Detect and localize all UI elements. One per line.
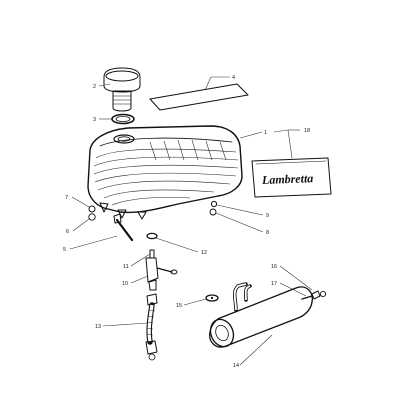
svg-text:7: 7 [65, 195, 68, 201]
svg-text:5: 5 [63, 247, 66, 253]
callout-9: 9 [216, 204, 269, 219]
lambretta-badge-text: Lambretta [261, 171, 314, 187]
filler-cap-part [103, 67, 141, 112]
callout-13: 13 [95, 322, 148, 330]
svg-text:3: 3 [93, 117, 96, 123]
callout-5: 5 [63, 235, 118, 253]
lambretta-badge-part: Lambretta [251, 157, 332, 198]
fuel-hose-part [145, 293, 158, 361]
svg-text:9: 9 [266, 213, 269, 219]
hose-clip-part [205, 294, 219, 302]
callout-14: 14 [233, 334, 273, 369]
callout-2: 2 [93, 83, 111, 90]
svg-text:4: 4 [232, 75, 235, 81]
callout-12: 12 [155, 237, 207, 256]
tank-bolt-left-part [88, 205, 96, 221]
aux-tank-bolt-part [301, 290, 327, 300]
svg-text:2: 2 [93, 84, 96, 90]
callout-6: 6 [66, 218, 90, 235]
callout-3: 3 [93, 117, 112, 123]
tap-gasket-part [146, 232, 158, 240]
long-bolt-part [113, 213, 134, 242]
callout-4: 4 [204, 75, 235, 91]
callout-11: 11 [123, 253, 151, 270]
tank-bolt-right-part [209, 200, 218, 216]
fuel-tap-part [145, 249, 178, 291]
callout-18: 18 [273, 128, 310, 159]
callout-15: 15 [176, 298, 207, 309]
filler-washer-part [111, 113, 135, 125]
svg-text:1: 1 [264, 130, 267, 136]
auxiliary-tank-part [209, 282, 313, 348]
callout-10: 10 [122, 275, 149, 287]
svg-text:13: 13 [95, 324, 101, 330]
svg-text:16: 16 [271, 264, 277, 270]
svg-text:15: 15 [176, 303, 182, 309]
svg-text:17: 17 [271, 281, 277, 287]
callout-8: 8 [215, 212, 269, 236]
svg-text:10: 10 [122, 281, 128, 287]
callout-7: 7 [65, 195, 90, 208]
fuel-tank-part [87, 125, 243, 220]
rubber-strip-part [149, 83, 249, 111]
svg-text:14: 14 [233, 363, 239, 369]
svg-text:18: 18 [304, 128, 310, 134]
callout-16: 16 [271, 264, 313, 291]
svg-text:12: 12 [201, 250, 207, 256]
svg-text:11: 11 [123, 264, 129, 270]
svg-text:8: 8 [266, 230, 269, 236]
callout-17: 17 [271, 281, 307, 297]
callout-1: 1 [239, 130, 267, 139]
svg-text:6: 6 [66, 229, 69, 235]
